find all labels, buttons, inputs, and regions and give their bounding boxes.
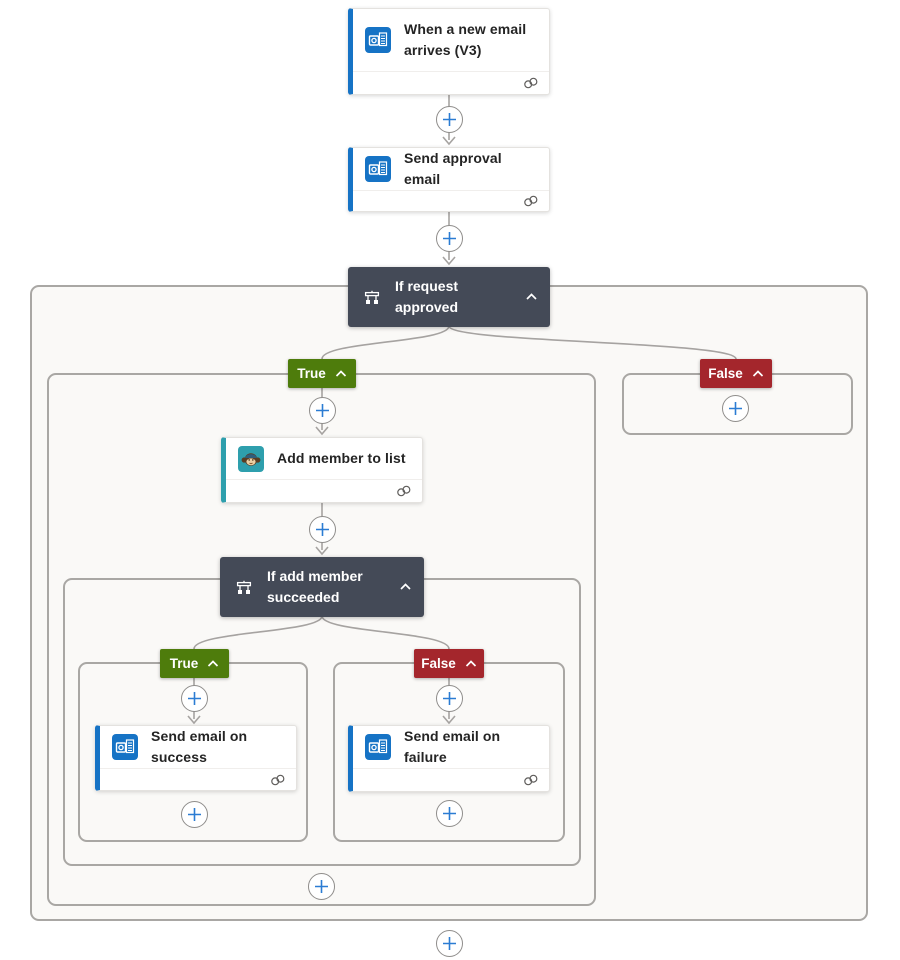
outlook-icon (365, 734, 391, 760)
chevron-up-icon[interactable] (752, 369, 764, 378)
badge-label: True (297, 366, 326, 381)
insert-step-button[interactable] (308, 396, 336, 424)
plus-icon (314, 879, 328, 893)
connection-icon (271, 774, 285, 785)
outlook-icon (365, 156, 391, 182)
chevron-up-icon[interactable] (397, 581, 414, 593)
plus-icon (187, 691, 201, 705)
insert-step-button[interactable] (435, 684, 463, 712)
plus-icon (442, 231, 456, 245)
connection-icon (524, 774, 538, 786)
plus-icon (442, 806, 456, 820)
true-branch-badge[interactable]: True (288, 359, 356, 388)
insert-step-button[interactable] (435, 799, 463, 827)
plus-icon (315, 522, 329, 536)
insert-step-button[interactable] (435, 929, 463, 957)
connection-icon (524, 195, 538, 207)
insert-step-button[interactable] (307, 872, 335, 900)
condition-icon (364, 290, 380, 304)
condition-title: If request approved (395, 278, 459, 315)
action-card-send-failure[interactable]: Send email on failure (348, 725, 550, 792)
connection-icon (524, 77, 538, 89)
insert-step-button[interactable] (180, 800, 208, 828)
badge-label: False (708, 366, 743, 381)
insert-step-button[interactable] (308, 515, 336, 543)
plus-icon (315, 403, 329, 417)
action-card-send-approval[interactable]: Send approval email (348, 147, 550, 212)
action-card-send-success[interactable]: Send email on success (95, 725, 297, 791)
card-title: Add member to list (277, 450, 406, 466)
insert-step-button[interactable] (180, 684, 208, 712)
insert-step-button[interactable] (435, 224, 463, 252)
arrowhead-icon (442, 136, 456, 146)
trigger-card-new-email[interactable]: When a new email arrives (V3) (348, 8, 550, 95)
insert-step-button[interactable] (435, 105, 463, 133)
card-title: Send approval email (404, 150, 502, 187)
insert-step-button[interactable] (721, 394, 749, 422)
false-branch-badge[interactable]: False (700, 359, 772, 388)
outlook-icon (365, 27, 391, 53)
condition-title: If add member succeeded (267, 568, 363, 605)
arrowhead-icon (442, 256, 456, 266)
badge-label: True (169, 656, 199, 671)
plus-icon (442, 936, 456, 950)
card-title: Send email on failure (404, 728, 501, 765)
plus-icon (187, 807, 201, 821)
plus-icon (442, 112, 456, 126)
badge-label: False (421, 656, 456, 671)
mailchimp-icon (238, 445, 264, 472)
condition-card-if-request-approved[interactable]: If request approved (348, 267, 550, 327)
inner-true-branch-badge[interactable]: True (160, 649, 229, 678)
card-title: Send email on success (151, 728, 248, 765)
chevron-up-icon[interactable] (523, 291, 540, 303)
condition-card-if-add-member[interactable]: If add member succeeded (220, 557, 424, 617)
chevron-up-icon[interactable] (335, 369, 347, 378)
connection-icon (397, 485, 411, 497)
inner-false-branch-badge[interactable]: False (414, 649, 484, 678)
action-card-add-member[interactable]: Add member to list (221, 437, 423, 503)
chevron-up-icon[interactable] (207, 659, 219, 668)
plus-icon (442, 691, 456, 705)
condition-icon (236, 580, 252, 594)
outlook-icon (112, 734, 138, 760)
card-title: When a new email arrives (V3) (404, 21, 527, 58)
plus-icon (728, 401, 742, 415)
chevron-up-icon[interactable] (465, 659, 477, 668)
